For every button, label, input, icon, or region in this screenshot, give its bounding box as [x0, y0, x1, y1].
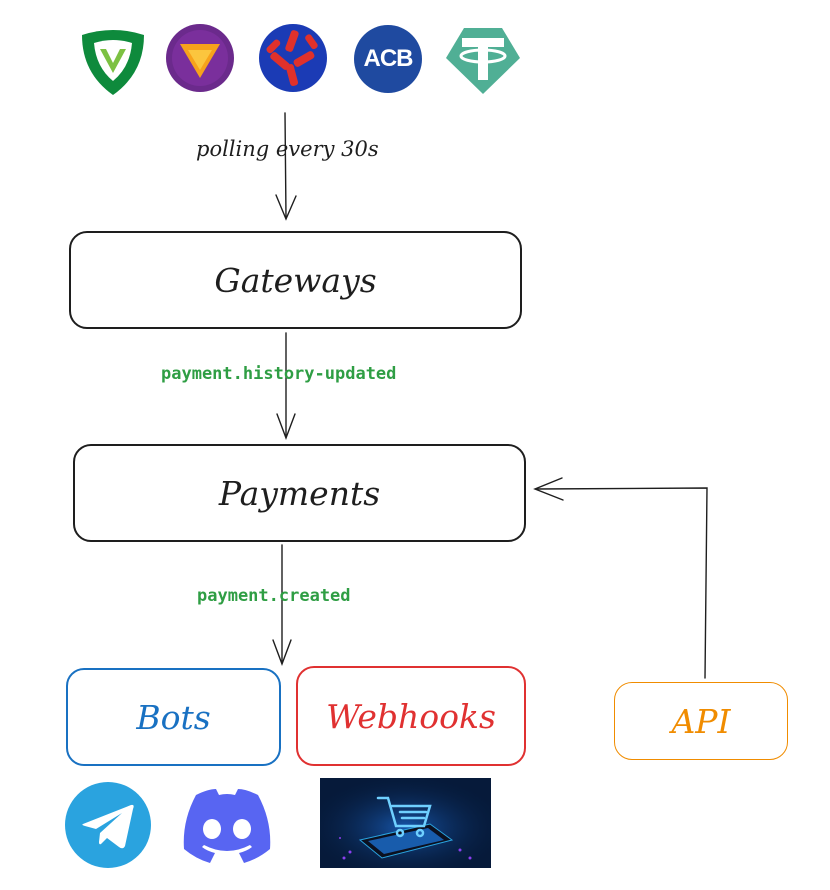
discord-icon [183, 789, 271, 863]
bots-node: Bots [66, 668, 281, 766]
webhooks-label: Webhooks [326, 696, 496, 736]
api-arrow [535, 487, 708, 679]
gateways-node: Gateways [69, 231, 522, 329]
history-updated-label: payment.history-updated [161, 364, 397, 384]
payments-label: Payments [218, 473, 381, 513]
api-node: API [614, 682, 788, 760]
bank-logo-row: ACB [78, 20, 528, 100]
polling-label: polling every 30s [196, 137, 379, 161]
webhooks-node: Webhooks [296, 666, 526, 766]
payments-node: Payments [73, 444, 526, 542]
created-label: payment.created [197, 586, 351, 606]
triangle-badge-icon [166, 24, 234, 92]
telegram-icon [65, 782, 151, 868]
api-label: API [671, 701, 731, 741]
shield-v-icon [82, 30, 144, 95]
star-cluster-icon [259, 24, 327, 92]
tether-icon [446, 28, 520, 94]
bots-label: Bots [136, 697, 211, 737]
gateways-label: Gateways [214, 260, 377, 300]
acb-logo-text: ACB [363, 45, 414, 72]
shopping-cart-phone-icon [320, 778, 491, 868]
polling-arrow [284, 112, 287, 219]
acb-logo: ACB [354, 25, 422, 93]
